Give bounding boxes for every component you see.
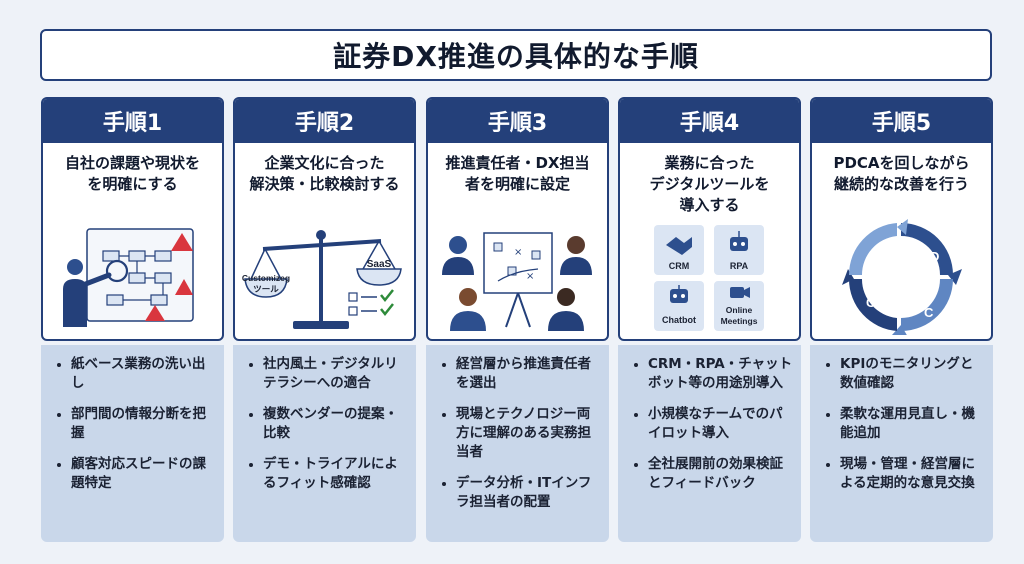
step-4-bullet-1: CRM・RPA・チャットボット等の用途別導入 [648, 355, 793, 393]
step-2-bullet-3: デモ・トライアルによるフィット感確認 [263, 455, 408, 493]
team-meeting-illustration: × × [442, 232, 592, 331]
step-5-top-panel: 手順5 PDCAを回しながら 継続的な改善を行う P D C C [810, 97, 993, 341]
svg-text:×: × [514, 247, 522, 258]
tool-crm-label: CRM [669, 261, 690, 271]
step-1-bullet-2: 部門間の情報分断を把握 [71, 405, 216, 443]
step-3-bullets: 経営層から推進責任者を選出 現場とテクノロジー両方に理解のある実務担当者 データ… [426, 345, 609, 542]
person-icon [548, 288, 584, 331]
step-4-subtitle: 業務に合った デジタルツールを 導入する [649, 154, 770, 214]
step-4-bullets: CRM・RPA・チャットボット等の用途別導入 小規模なチームでのパイロット導入 … [618, 345, 801, 542]
scale-left-label-1: Customizeg [242, 273, 290, 283]
handshake-icon [666, 237, 692, 255]
tool-online-label-2: Meetings [721, 316, 758, 326]
step-4-card: 手順4 業務に合った デジタルツールを 導入する CRM RPA [618, 97, 801, 542]
step-4-bullet-2: 小規模なチームでのパイロット導入 [648, 405, 793, 443]
step-1-bullets: 紙ベース業務の洗い出し 部門間の情報分断を把握 顧客対応スピードの課題特定 [41, 345, 224, 542]
step-3-bullet-1: 経営層から推進責任者を選出 [456, 355, 601, 393]
pdca-c-label-1: C [924, 305, 934, 320]
person-icon [450, 288, 486, 331]
pdca-p-label: P [880, 239, 889, 254]
checklist-icon [348, 289, 394, 317]
svg-text:×: × [526, 271, 534, 282]
step-3-bullet-2: 現場とテクノロジー両方に理解のある実務担当者 [456, 405, 601, 462]
pdca-d-label: D [930, 249, 939, 264]
step-4-bullet-3: 全社展開前の効果検証とフィードバック [648, 455, 793, 493]
chatbot-icon [670, 285, 688, 303]
balance-scale-icon: Customizeg ツール SaaS [242, 230, 402, 329]
tool-chatbot-label: Chatbot [662, 315, 696, 325]
step-3-subtitle: 推進責任者・DX担当 者を明確に設定 [445, 154, 590, 193]
step-2-top-panel: 手順2 企業文化に合った 解決策・比較検討する Customizeg ツール S… [233, 97, 416, 341]
digital-tools-illustration: CRM RPA Chatbot Online Meetings [654, 225, 764, 331]
step-5-bullet-3: 現場・管理・経営層による定期的な意見交換 [840, 455, 985, 493]
page-title: 証券DX推進の具体的な手順 [333, 40, 699, 73]
person-icon [442, 236, 474, 275]
step-5-card: 手順5 PDCAを回しながら 継続的な改善を行う P D C C KPIのモニタ… [810, 97, 993, 542]
step-1-subtitle: 自社の課題や現状を を明確にする [64, 154, 200, 193]
step-5-bullet-2: 柔軟な運用見直し・機能追加 [840, 405, 985, 443]
step-1-bullet-3: 顧客対応スピードの課題特定 [71, 455, 216, 493]
step-5-header: 手順5 [812, 99, 991, 143]
step-2-bullets: 社内風土・デジタルリテラシーへの適合 複数ベンダーの提案・比較 デモ・トライアル… [233, 345, 416, 542]
scale-left-label-2: ツール [253, 285, 279, 295]
warning-icon [175, 279, 193, 295]
tool-online-label-1: Online [726, 305, 753, 315]
step-1-header: 手順1 [43, 99, 222, 143]
step-2-subtitle: 企業文化に合った 解決策・比較検討する [249, 154, 400, 193]
step-5-subtitle: PDCAを回しながら 継続的な改善を行う [833, 154, 970, 193]
step-4-header: 手順4 [620, 99, 799, 143]
pdca-c-label-2: C [866, 295, 876, 310]
step-3-card: 手順3 推進責任者・DX担当 者を明確に設定 × × [426, 97, 609, 542]
step-3-header: 手順3 [428, 99, 607, 143]
robot-icon [730, 231, 748, 251]
tool-rpa-label: RPA [730, 261, 749, 271]
step-2-card: 手順2 企業文化に合った 解決策・比較検討する Customizeg ツール S… [233, 97, 416, 542]
step-4-top-panel: 手順4 業務に合った デジタルツールを 導入する CRM RPA [618, 97, 801, 341]
step-1-card: 手順1 自社の課題や現状を を明確にする 紙ベース業務の洗い出し 部門間の情報分… [41, 97, 224, 542]
pdca-cycle-icon: P D C C [842, 219, 962, 335]
step-2-bullet-2: 複数ベンダーの提案・比較 [263, 405, 408, 443]
scale-right-label: SaaS [367, 259, 392, 270]
person-icon [560, 236, 592, 275]
warning-icon [145, 305, 165, 321]
step-5-bullets: KPIのモニタリングと数値確認 柔軟な運用見直し・機能追加 現場・管理・経営層に… [810, 345, 993, 542]
video-camera-icon [730, 287, 750, 298]
warning-icon [171, 233, 193, 251]
step-1-bullet-1: 紙ベース業務の洗い出し [71, 355, 216, 393]
step-5-bullet-1: KPIのモニタリングと数値確認 [840, 355, 985, 393]
step-3-top-panel: 手順3 推進責任者・DX担当 者を明確に設定 × × [426, 97, 609, 341]
step-3-bullet-3: データ分析・ITインフラ担当者の配置 [456, 474, 601, 512]
step-2-header: 手順2 [235, 99, 414, 143]
step-1-top-panel: 手順1 自社の課題や現状を を明確にする [41, 97, 224, 341]
step-2-bullet-1: 社内風土・デジタルリテラシーへの適合 [263, 355, 408, 393]
title-box: 証券DX推進の具体的な手順 [40, 29, 992, 81]
analysis-illustration [63, 228, 194, 327]
